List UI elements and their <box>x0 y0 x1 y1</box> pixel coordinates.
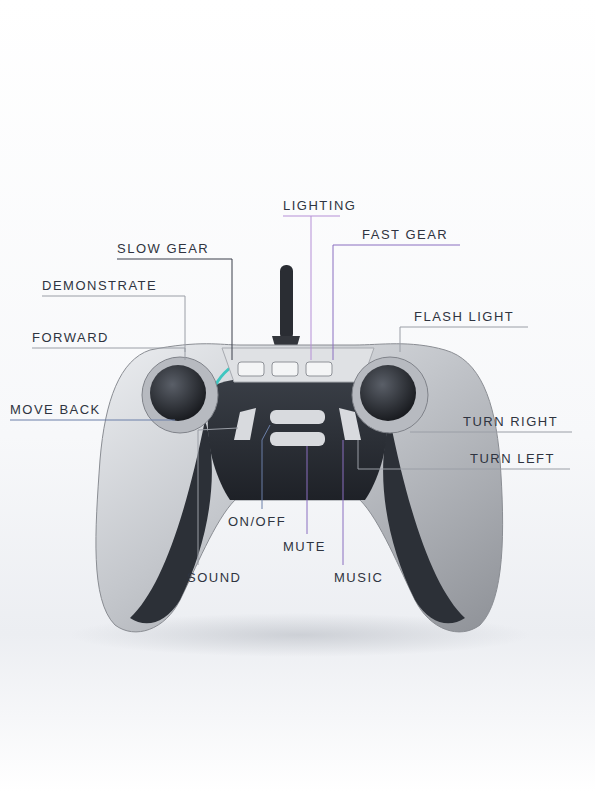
part-label: FORWARD <box>32 330 109 346</box>
leader-lines <box>10 216 572 565</box>
part-label: MUSIC <box>334 570 383 586</box>
leader-line <box>333 245 460 360</box>
top-panel <box>222 348 374 382</box>
part-label: SOUND <box>187 570 241 586</box>
part-label: MOVE BACK <box>10 402 101 418</box>
left-stick <box>150 365 206 421</box>
part-label: TURN LEFT <box>470 451 555 467</box>
controller-body <box>96 344 503 632</box>
part-label: ON/OFF <box>228 514 286 530</box>
part-label: SLOW GEAR <box>117 241 209 257</box>
part-label: LIGHTING <box>283 198 356 214</box>
left-grip <box>130 420 212 623</box>
lighting-button <box>272 362 298 376</box>
antenna <box>280 265 293 340</box>
leader-line <box>307 446 308 534</box>
leader-line <box>10 420 175 421</box>
sound-button <box>234 408 256 440</box>
part-label: DEMONSTRATE <box>42 278 157 294</box>
leader-line <box>343 440 344 565</box>
leader-line <box>32 348 185 360</box>
right-stick-ring <box>352 357 428 433</box>
leader-line <box>358 440 570 469</box>
mute-button <box>270 432 325 446</box>
leader-line <box>311 216 312 360</box>
leader-line <box>117 259 232 360</box>
left-stick-ring <box>142 357 218 433</box>
leader-line <box>262 425 270 509</box>
right-grip <box>383 420 465 623</box>
part-label: FAST GEAR <box>362 227 448 243</box>
part-label: MUTE <box>283 539 326 555</box>
part-label: TURN RIGHT <box>463 414 558 430</box>
fast-gear-button <box>306 362 332 376</box>
on-off-button <box>270 410 325 424</box>
part-label: FLASH LIGHT <box>414 309 514 325</box>
leader-line <box>410 432 572 433</box>
leader-line <box>400 327 528 352</box>
leader-line <box>198 428 238 565</box>
right-stick <box>360 365 416 421</box>
slow-gear-button <box>238 362 264 376</box>
